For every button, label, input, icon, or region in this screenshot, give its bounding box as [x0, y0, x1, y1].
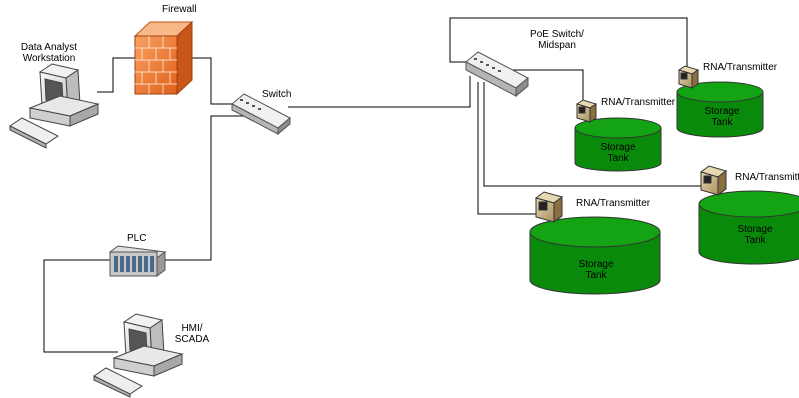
link-switch-poe: [288, 76, 470, 107]
transmitter-tank-2: [536, 192, 562, 222]
tank-2-label-line2: Tank: [571, 270, 621, 281]
tank-2: [530, 217, 660, 294]
tank-4-label-line1: Storage: [697, 106, 747, 117]
tank-2-label-line1: Storage: [571, 259, 621, 270]
poe-switch-icon: [466, 52, 528, 96]
link-plc-hmi: [44, 260, 118, 352]
workstation-label-line1: Data Analyst: [16, 42, 82, 53]
poe-switch-label-line1: PoE Switch/: [528, 29, 586, 40]
link-firewall-switch: [191, 58, 232, 104]
workstation-label-line2: Workstation: [16, 53, 82, 64]
hmi-label-line2: SCADA: [172, 334, 212, 345]
link-workstation-firewall: [97, 58, 135, 92]
transmitter-label-tank-3: RNA/Transmitter: [735, 172, 799, 183]
tank-3-label-line2: Tank: [730, 235, 780, 246]
link-poe-tank2: [478, 82, 537, 214]
firewall-label: Firewall: [162, 4, 196, 15]
transmitter-tank-1: [577, 100, 596, 122]
transmitter-label-tank-1: RNA/Transmitter: [601, 97, 675, 108]
plc-label: PLC: [127, 233, 146, 244]
link-switch-plc: [165, 116, 245, 260]
tank-4-label-line2: Tank: [697, 117, 747, 128]
transmitter-label-tank-4: RNA/Transmitter: [703, 62, 777, 73]
tank-1-label-line2: Tank: [593, 153, 643, 164]
tank-3-label-line1: Storage: [730, 224, 780, 235]
poe-switch-label-line2: Midspan: [528, 40, 586, 51]
transmitter-tank-4: [679, 66, 698, 88]
switch-icon: [232, 94, 290, 134]
transmitter-label-tank-2: RNA/Transmitter: [576, 198, 650, 209]
hmi-computer-icon: [94, 314, 182, 397]
tank-1-label-line1: Storage: [593, 142, 643, 153]
transmitter-tank-3: [701, 166, 726, 195]
plc-icon: [110, 246, 165, 276]
workstation-icon: [10, 64, 98, 148]
switch-label: Switch: [262, 89, 291, 100]
hmi-label-line1: HMI/: [172, 323, 212, 334]
firewall-icon: [135, 22, 192, 94]
